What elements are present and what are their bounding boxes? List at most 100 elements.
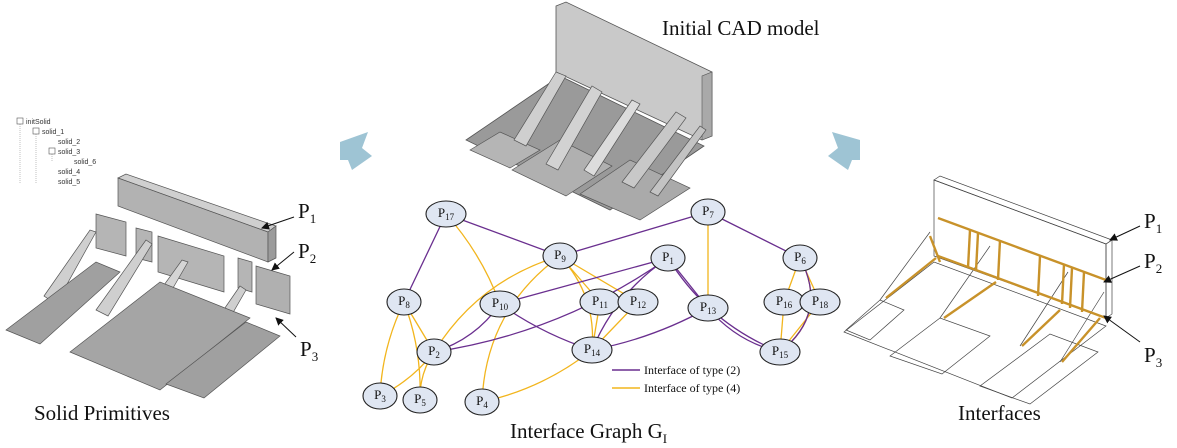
- graph-node-p17: P17: [425, 200, 467, 228]
- graph-node-label-sub: 3: [381, 394, 386, 404]
- tree-item-solid-6[interactable]: solid_6: [74, 159, 96, 166]
- graph-node-label: P7: [702, 203, 714, 220]
- tree-item-solid-1[interactable]: solid_1: [42, 129, 64, 136]
- graph-node-label: P5: [414, 391, 426, 408]
- graph-node-label-base: P: [584, 341, 591, 356]
- graph-node-label: P3: [374, 387, 386, 404]
- graph-node-p18: P18: [799, 288, 841, 316]
- graph-node-p7: P7: [690, 198, 726, 226]
- graph-node-label-sub: 14: [591, 348, 601, 358]
- graph-node-p13: P13: [687, 294, 729, 322]
- graph-node-label-base: P: [794, 249, 801, 264]
- graph-node-p15: P15: [759, 338, 801, 366]
- graph-node-label: P14: [584, 341, 601, 358]
- interface-graph-title: Interface Graph GI: [510, 419, 667, 446]
- graph-node-p2: P2: [416, 338, 452, 366]
- graph-node-p12: P12: [617, 288, 659, 316]
- graph-node-label: P16: [776, 293, 793, 310]
- graph-node-label-sub: 15: [779, 350, 789, 360]
- arrow-down-left-icon: [340, 132, 372, 170]
- graph-node-label: P17: [438, 205, 455, 222]
- tree-item-initsolid[interactable]: initSolid: [26, 119, 51, 126]
- graph-node-label-base: P: [812, 293, 819, 308]
- graph-node-p6: P6: [782, 244, 818, 272]
- graph-edge-p9-p4: [481, 255, 561, 403]
- legend-label-type4: Interface of type (4): [644, 381, 740, 395]
- graph-node-label-base: P: [592, 293, 599, 308]
- graph-node-label-base: P: [476, 393, 483, 408]
- graph-node-label: P11: [592, 293, 608, 310]
- tree-item-solid-5[interactable]: solid_5: [58, 179, 80, 186]
- graph-node-p10: P10: [479, 290, 521, 318]
- graph-node-p14: P14: [571, 336, 613, 364]
- graph-node-label-sub: 16: [783, 300, 793, 310]
- graph-edge-p9-p7: [559, 211, 709, 257]
- interfaces-figure: [843, 175, 1113, 405]
- graph-node-label: P9: [554, 247, 566, 264]
- graph-node-label-sub: 2: [435, 350, 440, 360]
- graph-node-p4: P4: [464, 388, 500, 416]
- graph-node-p16: P16: [763, 288, 805, 316]
- graph-node-p11: P11: [579, 288, 621, 316]
- graph-node-label: P15: [772, 343, 789, 360]
- tree-item-solid-3[interactable]: solid_3: [58, 149, 80, 156]
- graph-node-label-base: P: [438, 205, 445, 220]
- graph-node-label-base: P: [414, 391, 421, 406]
- solid-primitives-title: Solid Primitives: [34, 401, 170, 425]
- graph-node-label-sub: 1: [669, 256, 674, 266]
- graph-node-label-sub: 4: [483, 400, 488, 410]
- graph-edge-p9-p2: [433, 255, 561, 353]
- graph-node-p1: P1: [650, 244, 686, 272]
- left-label-p1: P1: [298, 199, 316, 226]
- graph-node-label-sub: 11: [599, 300, 608, 310]
- graph-node-label-sub: 6: [801, 256, 806, 266]
- solid-primitives-figure: [5, 173, 291, 399]
- graph-node-label: P1: [662, 249, 674, 266]
- graph-node-label-base: P: [492, 295, 499, 310]
- graph-node-label: P10: [492, 295, 509, 312]
- interfaces-highlight: [885, 216, 1107, 363]
- arrow-down-right-icon: [828, 132, 860, 170]
- graph-node-label-base: P: [776, 293, 783, 308]
- graph-node-label-sub: 18: [819, 300, 829, 310]
- cad-model-figure: [465, 1, 713, 221]
- right-label-p1: P1: [1144, 209, 1162, 236]
- graph-node-label-base: P: [398, 293, 405, 308]
- graph-node-label: P18: [812, 293, 829, 310]
- graph-edge-p1-p2: [433, 257, 669, 353]
- graph-node-p5: P5: [402, 386, 438, 414]
- graph-node-label-base: P: [554, 247, 561, 262]
- graph-node-label-base: P: [772, 343, 779, 358]
- right-label-p2: P2: [1144, 249, 1162, 276]
- graph-node-label-base: P: [374, 387, 381, 402]
- cad-model-title: Initial CAD model: [662, 16, 820, 40]
- graph-edge-p17-p10: [445, 213, 501, 305]
- tree-item-solid-4[interactable]: solid_4: [58, 169, 80, 176]
- graph-node-label-base: P: [700, 299, 707, 314]
- graph-edge-p17-p8: [403, 213, 447, 303]
- graph-node-label-sub: 10: [499, 302, 509, 312]
- graph-node-label-sub: 9: [561, 254, 566, 264]
- graph-node-label-sub: 12: [637, 300, 646, 310]
- graph-node-label: P2: [428, 343, 440, 360]
- graph-node-label-sub: 17: [445, 212, 455, 222]
- left-label-p2: P2: [298, 239, 316, 266]
- graph-node-label: P4: [476, 393, 488, 410]
- left-label-p3: P3: [300, 337, 318, 364]
- graph-node-label-sub: 5: [421, 398, 426, 408]
- legend-label-type2: Interface of type (2): [644, 363, 740, 377]
- tree-item-solid-2[interactable]: solid_2: [58, 139, 80, 146]
- graph-node-p8: P8: [386, 288, 422, 316]
- graph-edge-p8-p3: [379, 301, 405, 397]
- graph-node-label-sub: 8: [405, 300, 410, 310]
- graph-node-label-base: P: [662, 249, 669, 264]
- tree-view: initSolid solid_1 solid_2 solid_3 solid_…: [16, 117, 96, 186]
- graph-node-label: P12: [630, 293, 646, 310]
- graph-node-p9: P9: [542, 242, 578, 270]
- graph-node-label-base: P: [702, 203, 709, 218]
- right-label-p3: P3: [1144, 343, 1162, 370]
- graph-edge-p1-p10: [499, 257, 669, 305]
- graph-node-label-base: P: [630, 293, 637, 308]
- graph-node-p3: P3: [362, 382, 398, 410]
